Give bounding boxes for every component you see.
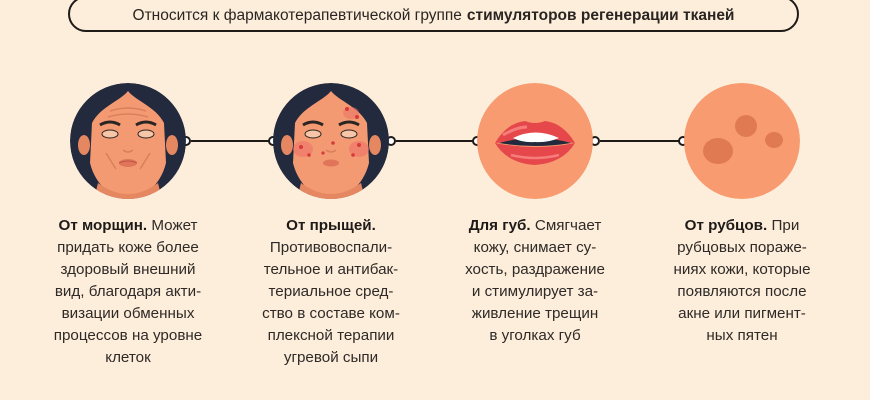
caption-acne: От прыщей. Противовоспали- тельное и ант… bbox=[236, 215, 426, 369]
caption-line: плексной терапии bbox=[267, 327, 395, 344]
caption-title: От рубцов. bbox=[684, 217, 768, 234]
caption-line: угревой сыпи bbox=[283, 349, 379, 366]
caption-line: и стимулирует за- bbox=[471, 283, 599, 300]
caption-scars: От рубцов. При рубцовых пораже- ниях кож… bbox=[647, 215, 837, 347]
category-banner: Относится к фармакотерапевтической групп… bbox=[68, 0, 799, 32]
caption-line: хость, раздражение bbox=[465, 261, 605, 278]
caption-line: Может bbox=[151, 217, 198, 234]
connector-line-3 bbox=[600, 140, 683, 142]
caption-lips: Для губ. Смягчает кожу, снимает су- хост… bbox=[440, 215, 630, 347]
caption-line: ных пятен bbox=[706, 327, 778, 344]
lips-icon bbox=[477, 83, 593, 199]
caption-line: тельное и антибак- bbox=[263, 261, 399, 278]
scarred-skin-icon bbox=[684, 83, 800, 199]
caption-title: От морщин. bbox=[58, 217, 148, 234]
caption-line: живление трещин bbox=[471, 305, 599, 322]
caption-line: появляются после bbox=[677, 283, 807, 300]
caption-line: в уголках губ bbox=[489, 327, 581, 344]
caption-line: При bbox=[771, 217, 800, 234]
caption-title: От прыщей. bbox=[286, 217, 376, 234]
caption-line: Противовоспали- bbox=[269, 239, 393, 256]
caption-line: вид, благодаря акти- bbox=[54, 283, 202, 300]
caption-line: клеток bbox=[105, 349, 151, 366]
connector-line-2 bbox=[396, 140, 477, 142]
caption-line: здоровый внешний bbox=[60, 261, 196, 278]
connector-line-1 bbox=[191, 140, 273, 142]
caption-line: придать коже более bbox=[57, 239, 199, 256]
caption-line: рубцовых пораже- bbox=[677, 239, 807, 256]
caption-line: визации обменных bbox=[61, 305, 195, 322]
caption-line: акне или пигмент- bbox=[678, 305, 806, 322]
banner-text-regular: Относится к фармакотерапевтической групп… bbox=[132, 7, 462, 24]
caption-line: Смягчает bbox=[534, 217, 602, 234]
caption-wrinkles: От морщин. Может придать коже более здор… bbox=[33, 215, 223, 369]
caption-line: ниях кожи, которые bbox=[673, 261, 811, 278]
wrinkled-face-icon bbox=[70, 83, 186, 199]
banner-text-bold: стимуляторов регенерации тканей bbox=[466, 7, 735, 24]
acne-face-icon bbox=[273, 83, 389, 199]
caption-line: кожу, снимает су- bbox=[473, 239, 597, 256]
caption-line: териальное сред- bbox=[268, 283, 394, 300]
caption-line: ство в составе ком- bbox=[262, 305, 400, 322]
caption-line: процессов на уровне bbox=[53, 327, 203, 344]
caption-title: Для губ. bbox=[468, 217, 531, 234]
